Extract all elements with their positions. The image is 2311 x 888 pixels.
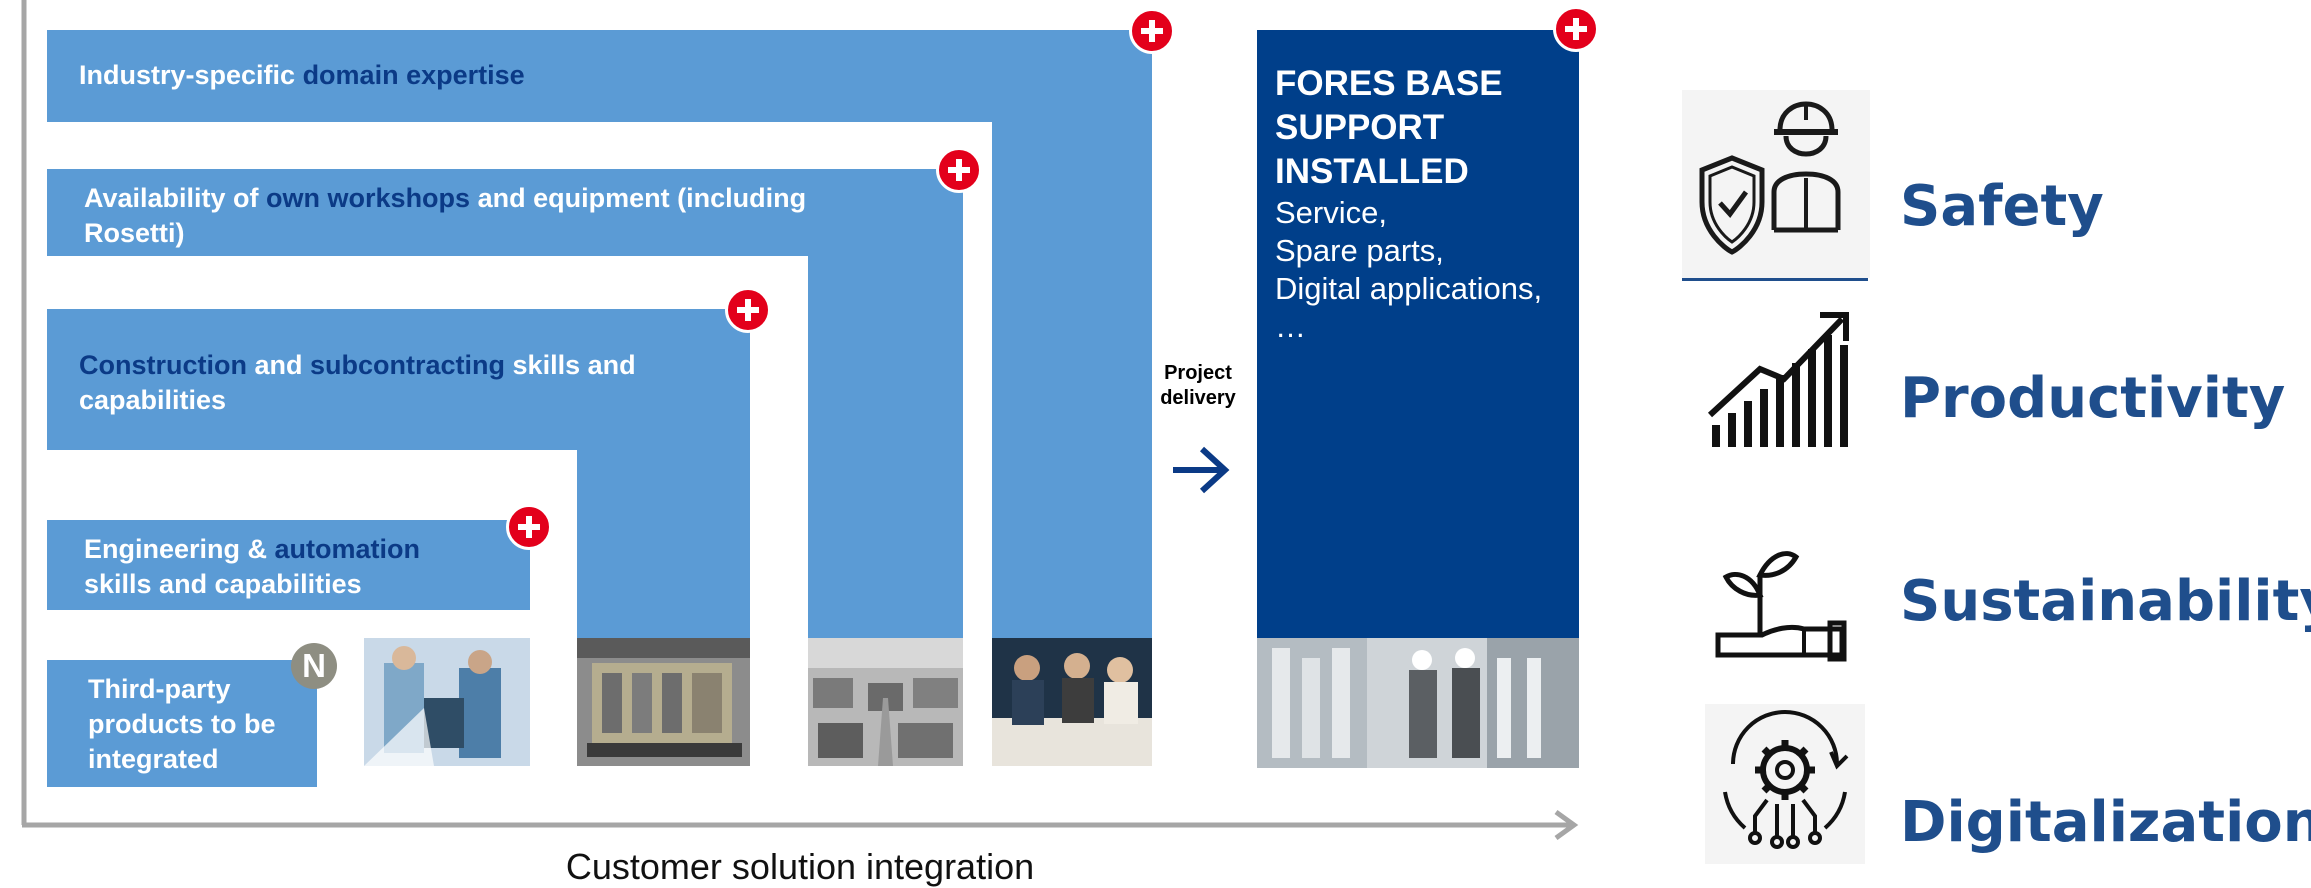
step-domain-label: Industry-specific domain expertise [79, 60, 525, 90]
photo-plant-engineers [1257, 638, 1579, 768]
benefit-safety: Safety [1900, 174, 2104, 239]
fores-service-list: Service, Spare parts, Digital applicatio… [1275, 194, 1595, 346]
project-delivery-label: Project delivery [1160, 362, 1236, 409]
productivity-chart-icon [1700, 305, 1860, 455]
step-third-party-box [47, 660, 317, 787]
sustainability-plant-hand-icon [1712, 525, 1852, 665]
fores-item: … [1275, 309, 1306, 344]
plus-icon [506, 504, 552, 550]
benefit-digitalization: Digitalization [1900, 790, 2311, 855]
fores-item: Digital applications, [1275, 271, 1543, 306]
step-third-party-label: Third-party products to be integrated [88, 674, 276, 774]
step-engineering-label: Engineering & automation skills and capa… [84, 534, 421, 599]
fores-item: Service, [1275, 195, 1387, 230]
plus-icon [936, 147, 982, 193]
digitalization-gear-circuit-icon [1705, 704, 1865, 864]
step-workshops-column [808, 169, 963, 638]
x-axis-arrowhead [1554, 809, 1579, 840]
plus-icon [1553, 6, 1599, 52]
plus-icon [1129, 8, 1175, 54]
step-domain-bar [47, 30, 1152, 122]
step-construction-column [577, 309, 750, 638]
plus-icon [725, 287, 771, 333]
fores-support-box [1257, 30, 1579, 638]
safety-worker-shield-icon [1682, 90, 1870, 278]
step-construction-label: Construction and subcontracting skills a… [79, 350, 636, 415]
photo-team-planning [992, 638, 1152, 766]
arrow-right-icon [1173, 446, 1230, 494]
divider-line [1682, 278, 1868, 281]
benefit-productivity: Productivity [1900, 366, 2286, 431]
step-workshops-label: Availability of own workshops and equipm… [84, 183, 807, 248]
step-engineering-bar [47, 520, 530, 610]
photo-workshop-hall [808, 638, 963, 766]
photo-skid-module [577, 638, 750, 766]
fores-title: FORES BASE SUPPORT INSTALLED [1275, 64, 1503, 191]
new-badge-icon: N [291, 643, 337, 689]
photo-engineering-team [364, 638, 530, 766]
axes [21, 0, 1579, 840]
step-domain-column [992, 30, 1152, 638]
fores-item: Spare parts, [1275, 233, 1444, 268]
x-axis-label: Customer solution integration [565, 846, 1035, 887]
benefit-sustainability: Sustainability [1900, 569, 2311, 634]
